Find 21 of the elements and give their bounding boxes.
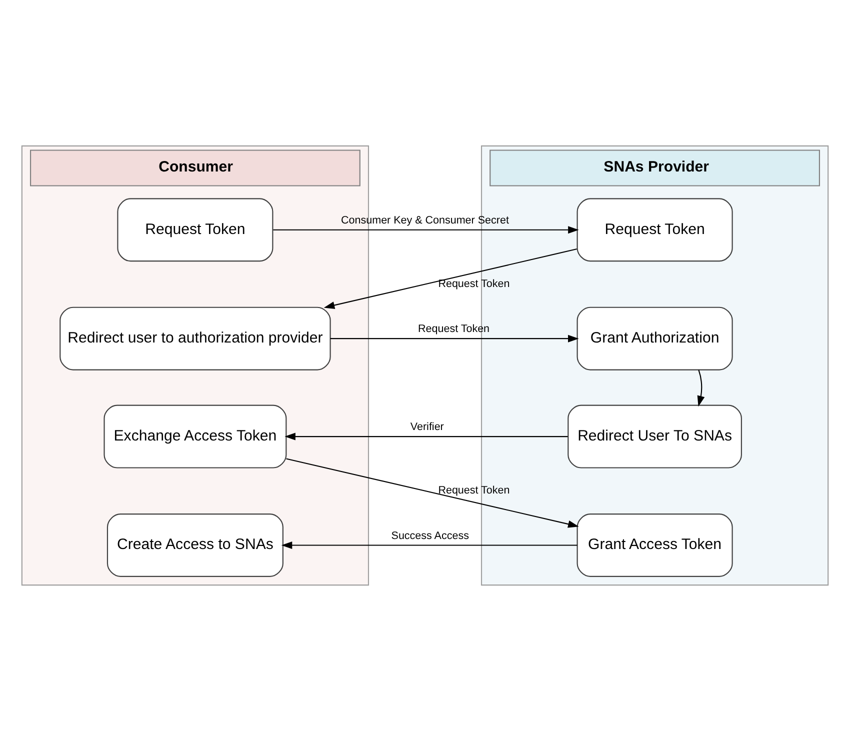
- node-box: Request Token: [576, 198, 732, 262]
- arrow: [284, 432, 568, 440]
- arrow: [323, 248, 576, 309]
- arrow: [330, 334, 578, 342]
- node-box: Create Access to SNAs: [106, 514, 283, 577]
- node-box: Redirect user to authorization provider: [59, 306, 330, 370]
- node-box: Grant Access Token: [576, 514, 732, 577]
- node-box: Exchange Access Token: [103, 404, 286, 468]
- edge-label: Success Access: [390, 530, 468, 542]
- arrow: [272, 226, 578, 234]
- edge-label: Verifier: [410, 421, 444, 434]
- node-box: Redirect User To SNAs: [567, 404, 742, 468]
- arrow: [696, 370, 704, 407]
- node-box: Grant Authorization: [576, 306, 732, 370]
- arrow: [286, 458, 578, 528]
- edge-label: Request Token: [438, 484, 510, 497]
- arrow: [280, 541, 577, 550]
- node-box: Request Token: [116, 198, 273, 262]
- edge-label: Request Token: [418, 323, 490, 336]
- edge-label: Consumer Key & Consumer Secret: [340, 214, 508, 226]
- edge-label: Request Token: [438, 278, 510, 290]
